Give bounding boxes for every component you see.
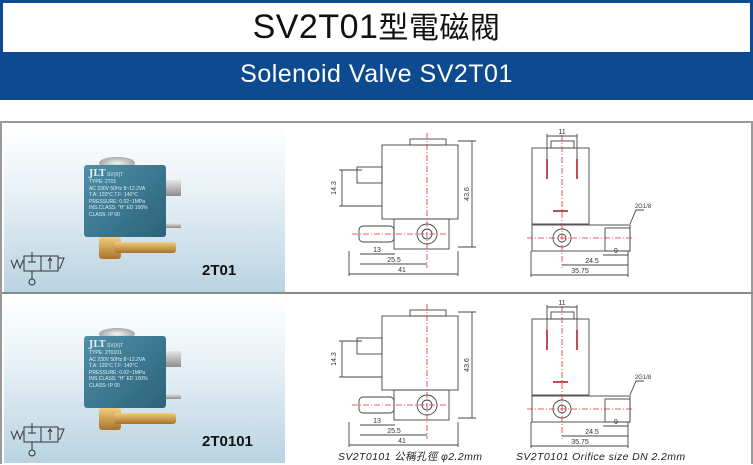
dimension-label: 24.5 bbox=[585, 429, 599, 436]
dimension-label: 11 bbox=[558, 129, 565, 136]
title-chinese: 型電磁閥 bbox=[378, 11, 501, 46]
dimension-drawing: 14.3 43.6 13 25.5 41 11 9 24.5 35.75 2G1/8 bbox=[331, 129, 652, 277]
product-photo: JLT SV(X)T TYPE: 2T0101 AC 230V 50Hz 8~1… bbox=[4, 296, 285, 463]
coil-outline bbox=[381, 315, 459, 391]
label-line: PRESSURE: 0.02~1MPa bbox=[89, 198, 145, 205]
coil-label: JLT SV(X)T TYPE: 2T0101 AC 230V 50Hz 8~1… bbox=[84, 336, 166, 408]
label-line: T.A: 120°C T.F: 140°C bbox=[89, 363, 138, 369]
terminal-outline bbox=[356, 166, 383, 184]
coil-cap-outline bbox=[409, 309, 447, 317]
label-line: CLASS: IP 00 bbox=[89, 211, 120, 218]
model-number: 2T01 bbox=[202, 262, 237, 279]
valve-symbol-icon bbox=[10, 423, 65, 457]
dimension-label: 14.3 bbox=[331, 181, 338, 195]
page-title: SV2T01型電磁閥 bbox=[3, 3, 750, 52]
coil-label: JLT SV(X)T TYPE: 2T01 AC 230V 50Hz 8~12.… bbox=[84, 165, 166, 237]
label-line: INS.CLASS: "H" ED 100% bbox=[89, 205, 148, 211]
pin-marks bbox=[546, 159, 578, 212]
dimension-lines bbox=[339, 140, 476, 276]
dimension-label: 14.3 bbox=[331, 352, 338, 366]
dimension-lines bbox=[339, 311, 476, 447]
terminal-outline bbox=[356, 337, 383, 355]
dimension-label: 13 bbox=[373, 247, 381, 254]
model-number: 2T0101 bbox=[202, 433, 253, 450]
dimension-label: 9 bbox=[614, 419, 618, 426]
dimension-label: 35.75 bbox=[571, 268, 589, 275]
valve-symbol-icon bbox=[10, 252, 65, 286]
coil-side-cap bbox=[550, 311, 575, 320]
dimension-label: 43.6 bbox=[464, 187, 471, 201]
coil-side-outline bbox=[531, 318, 590, 396]
label-brand: JLT bbox=[89, 169, 106, 179]
dimension-label: 25.5 bbox=[387, 257, 401, 264]
port-side-outline bbox=[604, 227, 631, 252]
coil-side-outline bbox=[531, 147, 590, 225]
page-subtitle: Solenoid Valve SV2T01 bbox=[240, 60, 513, 88]
caption-english: SV2T0101 Orifice size DN 2.2mm bbox=[516, 451, 686, 463]
label-series: SV(X)T bbox=[106, 343, 124, 349]
dimension-label: 41 bbox=[398, 267, 406, 274]
coil-outline bbox=[381, 144, 459, 220]
dimension-label: 2G1/8 bbox=[635, 204, 652, 210]
label-line: PRESSURE: 0.02~1MPa bbox=[89, 369, 145, 376]
dimension-label: 24.5 bbox=[585, 258, 599, 265]
dimension-label: 43.6 bbox=[464, 358, 471, 372]
label-series: SV(X)T bbox=[106, 172, 124, 178]
title-model: SV2T01 bbox=[252, 8, 379, 46]
dimension-label: 25.5 bbox=[387, 428, 401, 435]
label-line: T.A: 120°C T.F: 140°C bbox=[89, 192, 138, 198]
label-type: TYPE: 2T0101 bbox=[89, 350, 122, 356]
dimension-label: 13 bbox=[373, 418, 381, 425]
coil-cap-outline bbox=[409, 138, 447, 146]
label-line: CLASS: IP 00 bbox=[89, 382, 120, 389]
label-line: AC 230V 50Hz 8~12.2VA bbox=[89, 185, 146, 192]
coil-side-cap bbox=[550, 140, 575, 149]
dimension-label: 41 bbox=[398, 438, 406, 445]
caption-chinese: SV2T0101 公稱孔徑 φ2.2mm bbox=[338, 451, 483, 463]
hose-barb bbox=[114, 242, 176, 253]
product-table: JLT SV(X)T TYPE: 2T01 AC 230V 50Hz 8~12.… bbox=[0, 121, 753, 464]
label-line: AC 230V 50Hz 8~12.2VA bbox=[89, 356, 146, 363]
product-row: SV2T0101 公稱孔徑 φ2.2mm SV2T0101 Orifice si… bbox=[2, 294, 753, 465]
dimension-lines bbox=[530, 134, 644, 277]
dimension-label: 35.75 bbox=[571, 439, 589, 446]
product-photo: JLT SV(X)T TYPE: 2T01 AC 230V 50Hz 8~12.… bbox=[4, 125, 285, 292]
dimension-label: 9 bbox=[614, 248, 618, 255]
dimension-label: 2G1/8 bbox=[635, 375, 652, 381]
dimension-drawing: 14.3 43.6 13 25.5 41 11 9 24.5 35.75 2G1/8 bbox=[331, 300, 652, 448]
terminal-bottom bbox=[159, 394, 181, 399]
label-line: INS.CLASS: "H" ED 100% bbox=[89, 376, 148, 382]
port-side-outline bbox=[604, 398, 631, 423]
label-brand: JLT bbox=[89, 340, 106, 350]
pin-marks bbox=[546, 330, 578, 383]
terminal-bottom bbox=[159, 223, 181, 228]
product-row: JLT SV(X)T TYPE: 2T01 AC 230V 50Hz 8~12.… bbox=[2, 123, 753, 294]
header-banner: SV2T01型電磁閥 Solenoid Valve SV2T01 bbox=[0, 0, 753, 100]
label-type: TYPE: 2T01 bbox=[89, 179, 117, 185]
hose-barb bbox=[114, 413, 176, 424]
dimension-label: 11 bbox=[558, 300, 565, 307]
dimension-lines bbox=[530, 305, 644, 448]
